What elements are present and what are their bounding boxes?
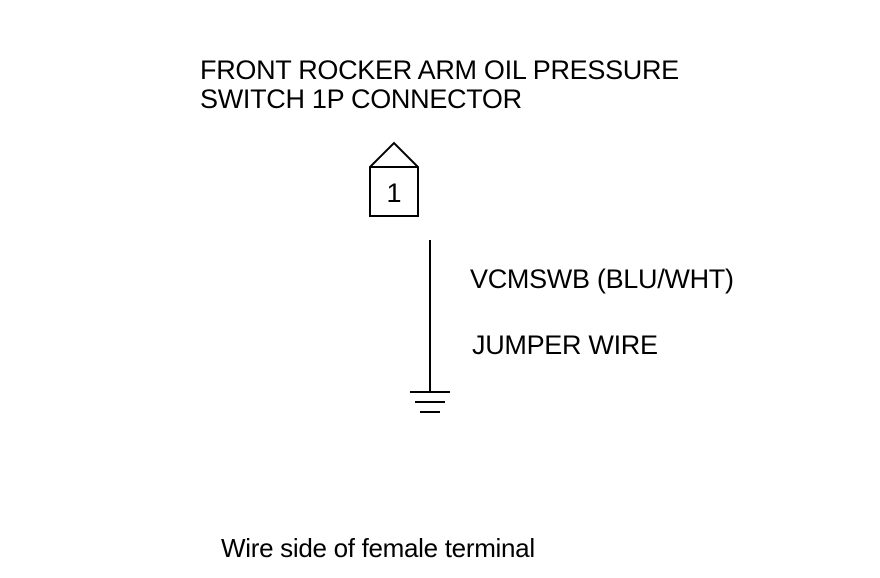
- view-note: Wire side of female terminal: [221, 533, 535, 563]
- jumper-wire-label: JUMPER WIRE: [472, 330, 658, 360]
- connector-title: FRONT ROCKER ARM OIL PRESSURE SWITCH 1P …: [200, 56, 679, 114]
- connector-title-line2: SWITCH 1P CONNECTOR: [200, 84, 522, 114]
- pin-number: 1: [386, 178, 401, 208]
- ground-symbol-icon: [410, 391, 450, 413]
- connector-pin-icon: 1: [369, 141, 419, 217]
- wire-label: VCMSWB (BLU/WHT): [470, 264, 734, 294]
- connector-title-line1: FRONT ROCKER ARM OIL PRESSURE: [200, 55, 679, 85]
